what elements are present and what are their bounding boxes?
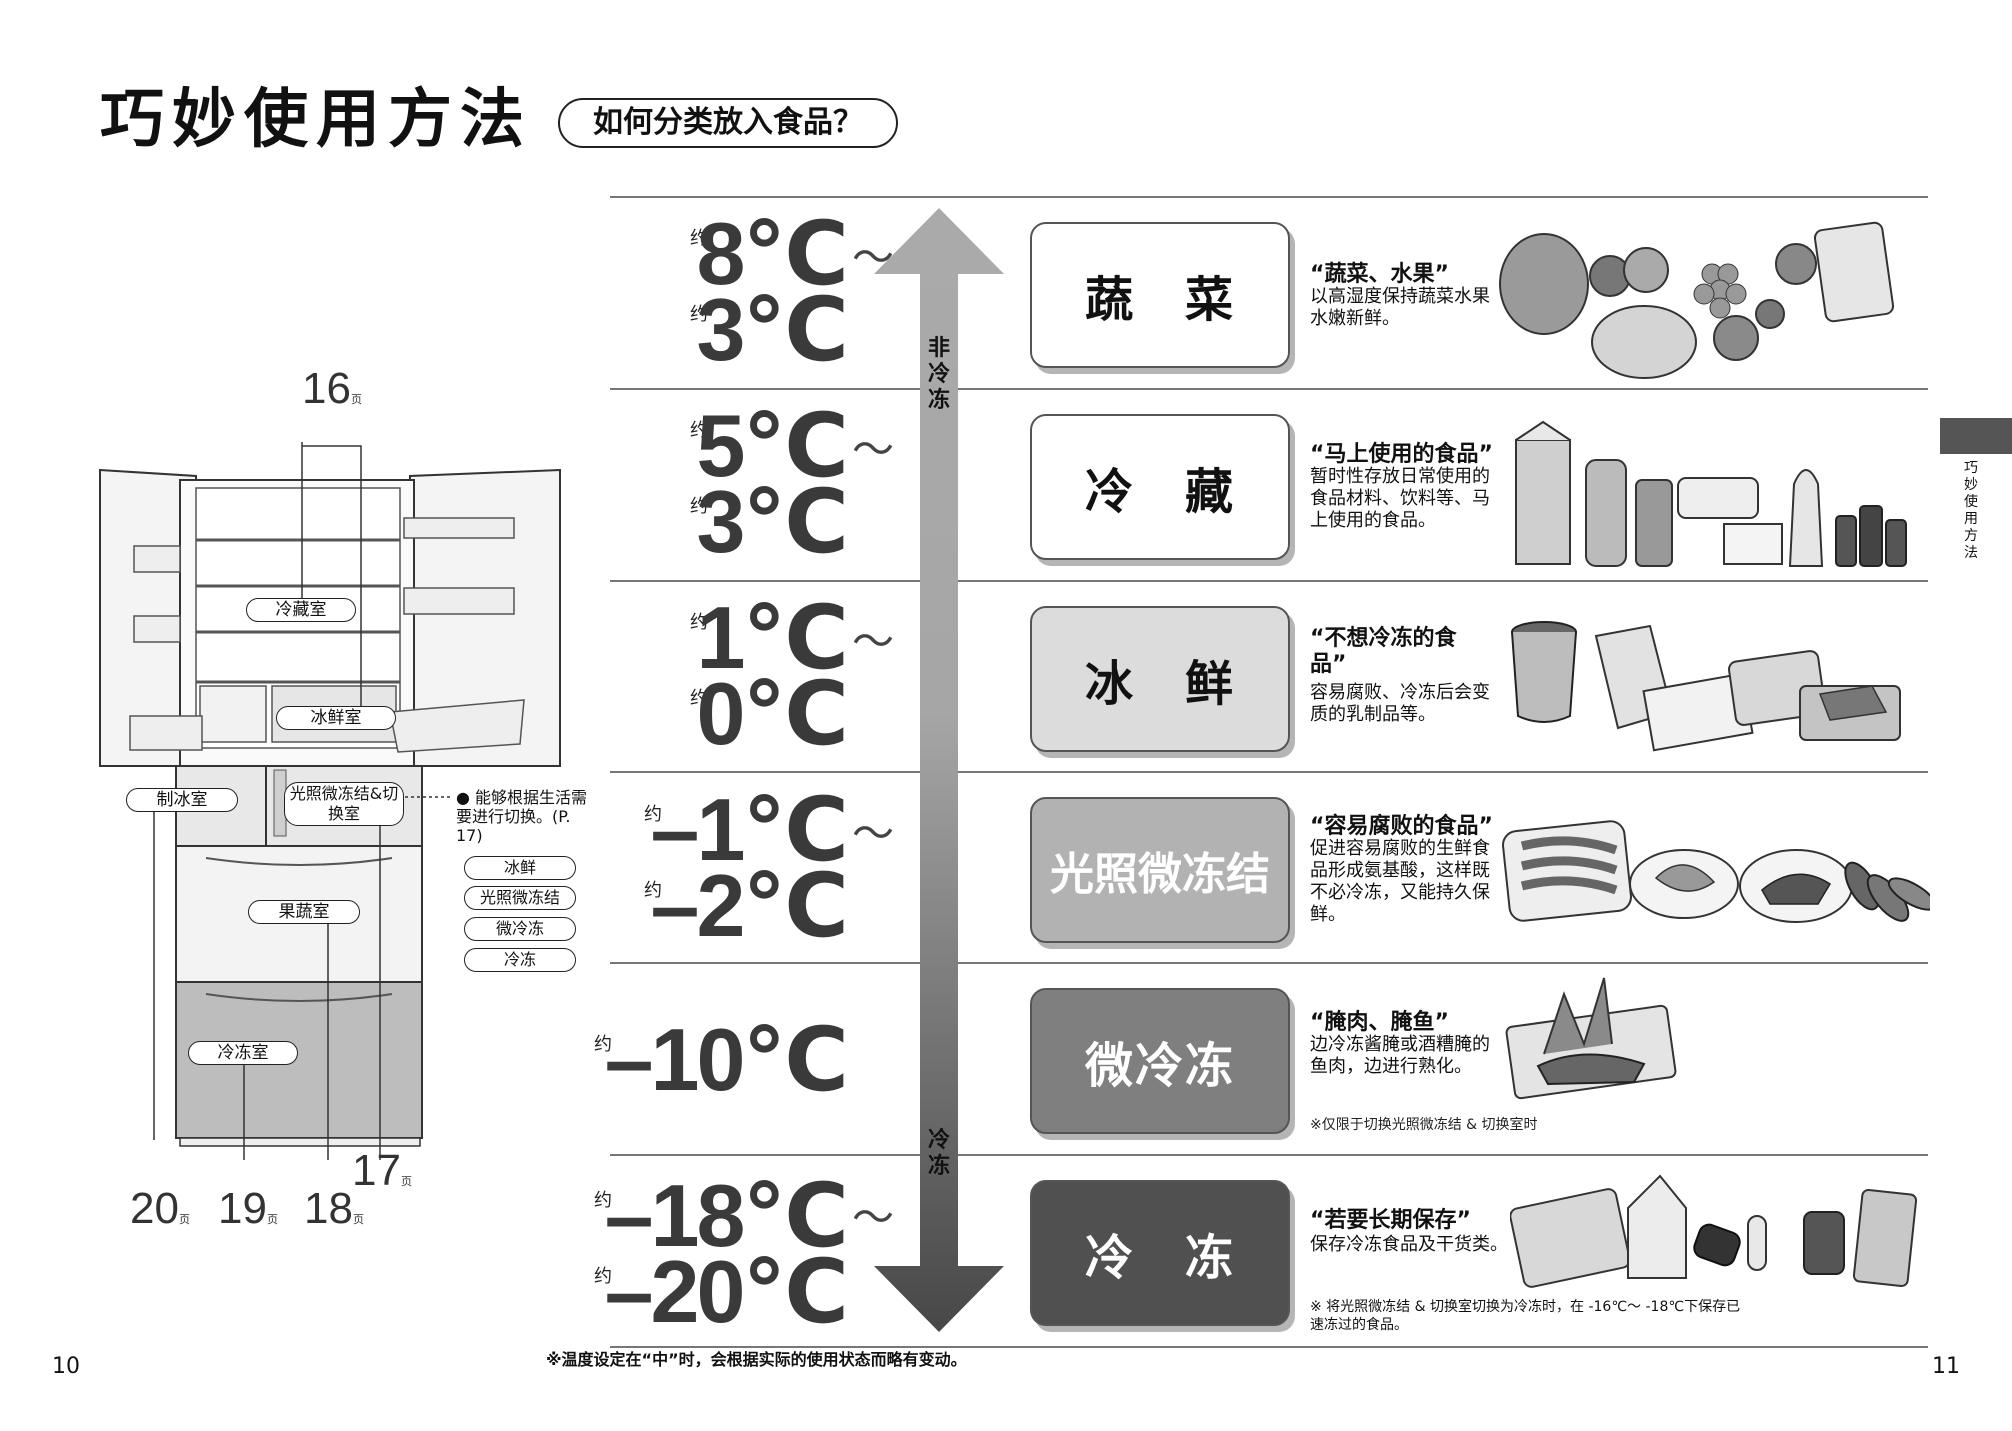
zone-box-freeze: 冷 冻 <box>1030 1180 1290 1326</box>
tilde-mark: ～ <box>852 425 895 474</box>
temp-low: –20℃ <box>604 1242 849 1341</box>
page-ref-refrigerator: 16页 <box>302 364 362 413</box>
row-separator <box>610 196 1928 198</box>
drinks-condiments-illustration <box>1515 420 1907 567</box>
zone-desc-title: “不想冷冻的食品” <box>1310 626 1457 677</box>
page-ref-ice: 20页 <box>130 1184 190 1233</box>
frozen-dry-goods-illustration <box>1510 1174 1918 1288</box>
temp-high: 8℃ <box>696 204 849 303</box>
fridge-label-switch: 光照微冻结&切换室 <box>284 782 404 826</box>
temperature-axis-arrow <box>874 208 1004 1332</box>
fridge-label-ice: 制冰室 <box>126 788 238 812</box>
zone-box-soft-freeze: 微冷冻 <box>1030 988 1290 1134</box>
page-title: 巧妙使用方法 <box>100 83 532 157</box>
approx-label: 约 <box>690 612 708 633</box>
zone-desc-text: 保存冷冻食品及干货类。 <box>1310 1234 1508 1255</box>
zone-desc-title: “腌肉、腌鱼” <box>1310 1010 1449 1035</box>
zone-desc-text: 促进容易腐败的生鲜食品形成氨基酸，这样既不必冷冻，又能持久保鲜。 <box>1310 838 1490 925</box>
temp-high: 1℃ <box>696 588 849 687</box>
zone-desc-text: 容易腐败、冷冻后会变质的乳制品等。 <box>1310 682 1490 725</box>
axis-label-non-frozen: 非冷冻 <box>927 336 950 413</box>
approx-label: 约 <box>690 496 708 517</box>
marinated-fish-illustration <box>1505 977 1677 1100</box>
zone-desc-title: “马上使用的食品” <box>1310 442 1493 467</box>
approx-label: 约 <box>594 1034 612 1055</box>
zone-box-vegetable: 蔬 菜 <box>1030 222 1290 368</box>
approx-label: 约 <box>690 304 708 325</box>
zone-box-light-superchill: 光照微冻结 <box>1030 797 1290 943</box>
temp-low: –2℃ <box>650 856 849 955</box>
switch-mode-freeze: 冷冻 <box>464 948 576 972</box>
temp-low: 0℃ <box>696 664 849 763</box>
zone-desc-title: “若要长期保存” <box>1310 1208 1471 1233</box>
row-separator <box>610 388 1928 390</box>
approx-label: 约 <box>690 688 708 709</box>
row-separator <box>610 580 1928 582</box>
approx-label: 约 <box>644 804 662 825</box>
temp-low: 3℃ <box>696 472 849 571</box>
approx-label: 约 <box>690 228 708 249</box>
page-ref-freezer: 19页 <box>218 1184 278 1233</box>
side-tab-label: 巧妙使用方法 <box>1964 460 1978 561</box>
approx-label: 约 <box>644 880 662 901</box>
fridge-label-vegetable: 果蔬室 <box>248 900 360 924</box>
row-separator <box>610 962 1928 964</box>
dairy-snacks-illustration <box>1511 621 1901 752</box>
zone-desc-title: “容易腐败的食品” <box>1310 814 1493 839</box>
page-ref-switch: 17页 <box>352 1146 412 1195</box>
switch-mode-soft-freeze: 微冷冻 <box>464 917 576 941</box>
fridge-label-freezer: 冷冻室 <box>188 1041 298 1065</box>
zone-desc-text: 以高湿度保持蔬菜水果水嫩新鲜。 <box>1310 286 1490 329</box>
switch-mode-light-superchill: 光照微冻结 <box>464 886 576 910</box>
zone-desc-text: 暂时性存放日常使用的食品材料、饮料等、马上使用的食品。 <box>1310 466 1490 531</box>
zone-note: ※仅限于切换光照微冻结 & 切换室时 <box>1310 1117 1538 1133</box>
switch-note: ● 能够根据生活需要进行切换。(P. 17) <box>456 788 588 845</box>
temp-high: –18℃ <box>604 1166 849 1265</box>
tilde-mark: ～ <box>852 1193 895 1242</box>
zone-desc-title: “蔬菜、水果” <box>1310 262 1449 287</box>
fresh-meat-fish-illustration <box>1502 820 1930 923</box>
row-separator <box>610 1154 1928 1156</box>
side-tab <box>1940 418 2012 454</box>
approx-label: 约 <box>594 1190 612 1211</box>
vegetables-fruits-illustration <box>1499 221 1895 379</box>
approx-label: 约 <box>690 420 708 441</box>
subtitle-pill: 如何分类放入食品？ <box>558 98 898 148</box>
tilde-mark: ～ <box>852 617 895 666</box>
page-number-right: 11 <box>1932 1354 1960 1379</box>
zone-box-refrigerate: 冷 藏 <box>1030 414 1290 560</box>
tilde-mark: ～ <box>852 809 895 858</box>
approx-label: 约 <box>594 1266 612 1287</box>
zone-box-chilled: 冰 鲜 <box>1030 606 1290 752</box>
tilde-mark: ～ <box>852 233 895 282</box>
zone-note: ※ 将光照微冻结 & 切换室切换为冷冻时，在 -16℃～ -18℃下保存已速冻过… <box>1310 1299 1741 1333</box>
axis-label-frozen: 冷冻 <box>927 1128 950 1179</box>
temp-single: –10℃ <box>604 1010 849 1109</box>
page-ref-vegetable: 18页 <box>304 1184 364 1233</box>
page-number-left: 10 <box>52 1354 80 1379</box>
fridge-label-chilled: 冰鲜室 <box>276 706 396 730</box>
zone-desc-text: 边冷冻酱腌或酒糟腌的鱼肉，边进行熟化。 <box>1310 1034 1490 1077</box>
temp-low: 3℃ <box>696 280 849 379</box>
temp-high: 5℃ <box>696 396 849 495</box>
row-separator <box>610 771 1928 773</box>
row-separator <box>610 1346 1928 1348</box>
switch-mode-chilled: 冰鲜 <box>464 856 576 880</box>
footnote: ※温度设定在“中”时，会根据实际的使用状态而略有变动。 <box>546 1350 967 1369</box>
temp-high: –1℃ <box>650 780 849 879</box>
fridge-label-refrigerator: 冷藏室 <box>246 598 356 622</box>
refrigerator-illustration <box>99 442 561 1160</box>
